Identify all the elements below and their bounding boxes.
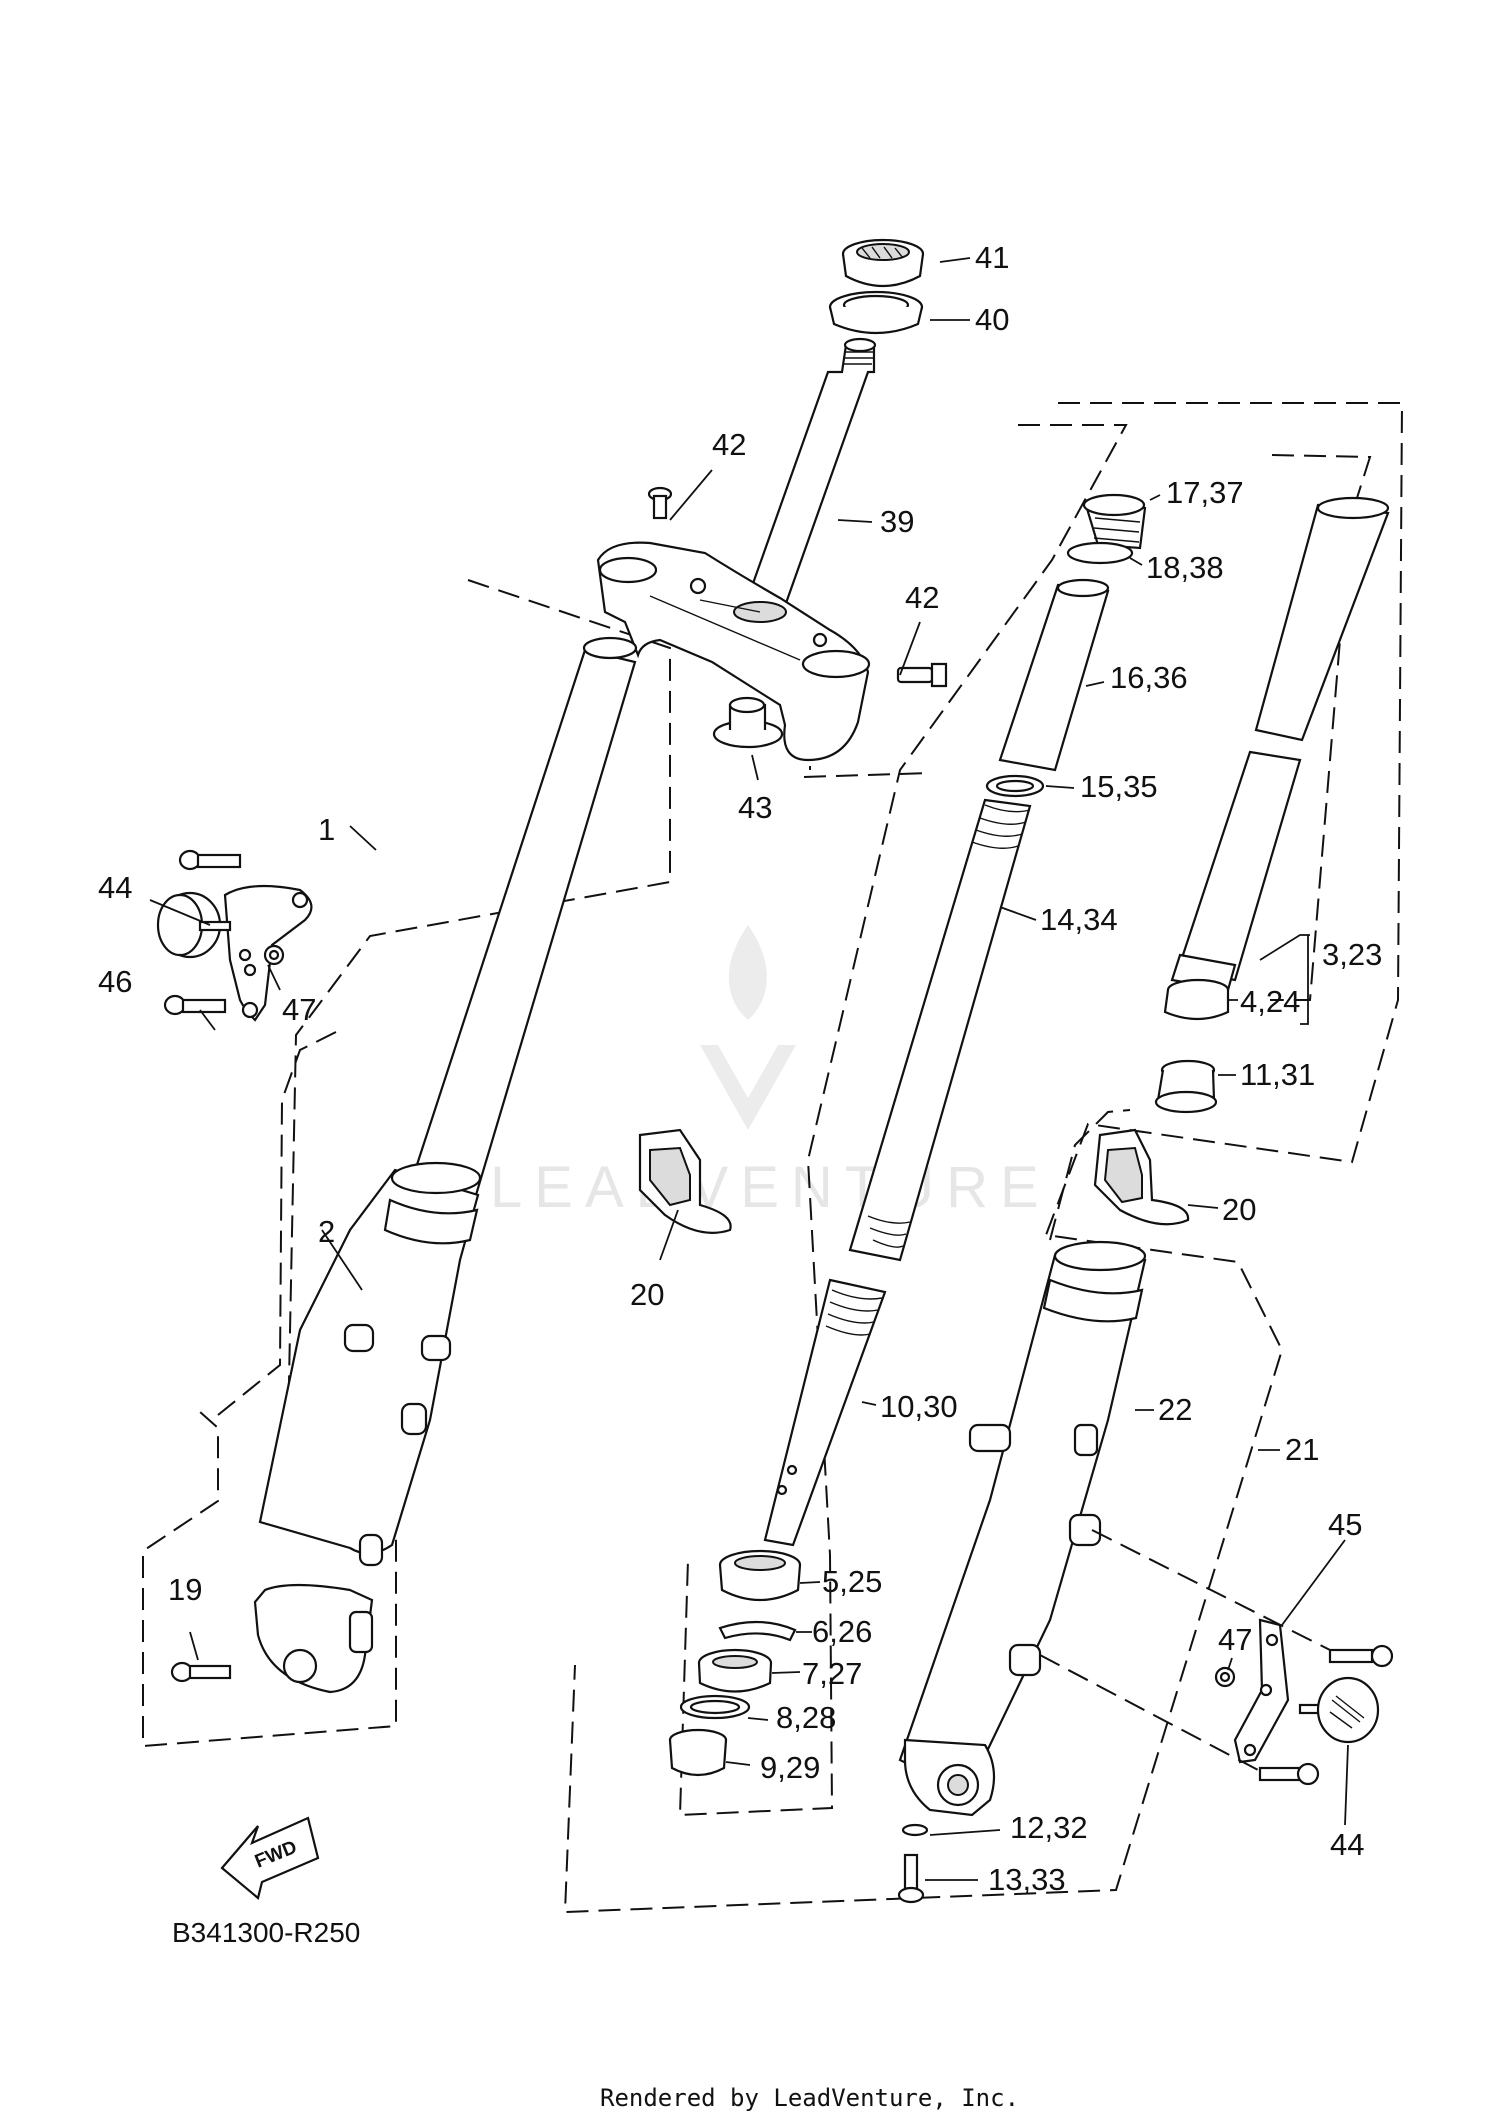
damper-rod-10-30: [763, 1278, 887, 1547]
diagram-code: B341300-R250: [172, 1917, 360, 1948]
bolt-19: [170, 1661, 232, 1683]
label-19: 19: [168, 1572, 202, 1607]
guard-20-right: [1093, 1128, 1190, 1226]
watermark-flame-icon: [728, 925, 767, 1020]
label-6-26: 6,26: [812, 1614, 872, 1649]
label-7-27: 7,27: [802, 1656, 862, 1691]
label-18-38: 18,38: [1146, 550, 1224, 585]
guard-20-left: [638, 1128, 732, 1234]
label-42-top: 42: [712, 427, 746, 462]
washer-15-35: [985, 774, 1045, 798]
label-46: 46: [98, 964, 132, 999]
bolt-42-top: [647, 486, 673, 520]
assembly-boundary-damper-rod: [803, 766, 931, 778]
bolt-13-33: [897, 1853, 925, 1904]
bolts-left-bracket: [163, 849, 242, 1016]
fork-spring-14-34: [848, 798, 1032, 1262]
label-2: 2: [318, 1214, 335, 1249]
label-47-right: 47: [1218, 1622, 1252, 1657]
watermark-v-icon: [700, 1045, 796, 1130]
label-15-35: 15,35: [1080, 769, 1158, 804]
oil-seal-7-27: [697, 1648, 773, 1693]
cylinder-11-31: [1154, 1059, 1218, 1114]
assembly-boundary-inner-left: [217, 1029, 341, 1416]
clip-6-26: [718, 1620, 797, 1642]
label-21: 21: [1285, 1432, 1319, 1467]
label-9-29: 9,29: [760, 1750, 820, 1785]
race-40: [828, 290, 924, 335]
outer-tube-22: [898, 1240, 1147, 1817]
label-17-37: 17,37: [1166, 475, 1244, 510]
label-4-24: 4,24: [1240, 984, 1300, 1019]
label-39: 39: [880, 504, 914, 539]
bolt-42-side: [896, 662, 948, 688]
cable-guide-43: [712, 696, 784, 749]
label-20-left: 20: [630, 1277, 664, 1312]
label-44-right: 44: [1330, 1827, 1364, 1862]
label-47-left: 47: [282, 992, 316, 1027]
label-8-28: 8,28: [776, 1700, 836, 1735]
label-45: 45: [1328, 1507, 1362, 1542]
label-10-30: 10,30: [880, 1389, 958, 1424]
steering-stem-39: [743, 337, 877, 622]
nut-47-left: [263, 944, 285, 966]
assembly-boundary-21: [563, 402, 1404, 1914]
forward-marker: FWD: [220, 1816, 320, 1900]
label-22: 22: [1158, 1392, 1192, 1427]
bushing-9-29: [668, 1728, 728, 1777]
spacer-16-36: [998, 578, 1110, 772]
assembly-boundary-inner-cartridge: [678, 424, 1128, 1817]
nut-47-right: [1214, 1666, 1236, 1688]
bracket-guide-lines: [1039, 1529, 1331, 1771]
label-5-25: 5,25: [822, 1564, 882, 1599]
under-bracket: [596, 541, 871, 762]
label-11-31: 11,31: [1240, 1057, 1315, 1092]
inner-tube-3-23: [1170, 496, 1390, 992]
o-ring-18-38: [1066, 541, 1134, 565]
outer-tube-2: [253, 1161, 482, 1694]
label-14-34: 14,34: [1040, 902, 1118, 937]
cap-bolt-17-37: [1082, 493, 1147, 550]
label-13-33: 13,33: [988, 1862, 1066, 1897]
watermark-text: LEADVENTURE: [490, 1155, 1051, 1220]
bushing-4-24: [1163, 978, 1230, 1021]
label-44-left: 44: [98, 870, 132, 905]
leader-lines: [149, 257, 1349, 1881]
reflector-44-right: [1298, 1676, 1380, 1744]
label-40: 40: [975, 302, 1009, 337]
oil-seal-5-25: [718, 1549, 802, 1602]
inner-tube-left: [410, 636, 638, 1197]
bearing-41: [841, 238, 925, 287]
washer-8-28: [679, 1694, 751, 1720]
label-12-32: 12,32: [1010, 1810, 1088, 1845]
assembly-boundary-1: [142, 579, 671, 1748]
label-20-right: 20: [1222, 1192, 1256, 1227]
label-42-side: 42: [905, 580, 939, 615]
washer-12-32: [901, 1823, 929, 1837]
label-43: 43: [738, 790, 772, 825]
part-labels: 41 40 42 39 42 43 17,37 18,38 16,36 15,3…: [98, 240, 1382, 1897]
bolts-right-bracket: [1258, 1644, 1394, 1786]
reflector-44-left: [156, 891, 232, 959]
assembly-boundary-lower-right: [1049, 1109, 1131, 1241]
label-1: 1: [318, 812, 335, 847]
caliper-bracket-45: [1233, 1618, 1290, 1764]
label-16-36: 16,36: [1110, 660, 1188, 695]
label-41: 41: [975, 240, 1009, 275]
label-3-23: 3,23: [1322, 937, 1382, 972]
watermark: LEADVENTURE: [490, 925, 1051, 1220]
footer-credit: Rendered by LeadVenture, Inc.: [600, 2084, 1019, 2112]
